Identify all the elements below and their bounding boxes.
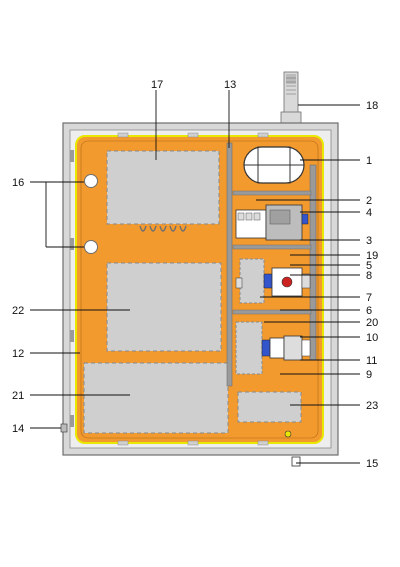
callout-7: 7 [366, 292, 372, 304]
callout-14: 14 [12, 423, 24, 435]
leader-lines [30, 90, 360, 464]
callout-9: 9 [366, 369, 372, 381]
callout-labels: 17 13 18 1 2 4 3 19 5 8 7 6 20 10 11 9 2… [12, 79, 378, 470]
callout-19: 19 [366, 250, 378, 262]
callout-16: 16 [12, 177, 24, 189]
component-area-17 [106, 150, 220, 225]
callout-1: 1 [366, 155, 372, 167]
component-area-22 [106, 262, 222, 352]
callout-21: 21 [12, 390, 24, 402]
component-area-21 [83, 362, 229, 434]
callout-8: 8 [366, 270, 372, 282]
callout-5: 5 [366, 260, 372, 272]
cable-gland [280, 71, 302, 128]
plate-clips [117, 132, 269, 446]
callout-3: 3 [366, 235, 372, 247]
callout-13: 13 [224, 79, 236, 91]
cable-entry-16-lower [84, 240, 98, 254]
component-area-23 [237, 391, 302, 423]
lamp-1 [243, 146, 305, 184]
callout-4: 4 [366, 207, 372, 219]
din-rails [232, 190, 312, 315]
callout-11: 11 [366, 355, 377, 367]
vertical-duct-13 [226, 142, 233, 387]
door-hinges [70, 150, 74, 427]
callout-18: 18 [366, 100, 378, 112]
fitting-15 [291, 456, 301, 467]
breaker-row-2-4 [235, 204, 309, 241]
callout-17: 17 [151, 79, 163, 91]
callout-20: 20 [366, 317, 378, 329]
earth-stud [284, 430, 292, 438]
callout-15: 15 [366, 458, 378, 470]
latch-14 [60, 423, 68, 433]
callout-2: 2 [366, 195, 372, 207]
middle-row-components [235, 258, 311, 304]
callout-10: 10 [366, 332, 378, 344]
callout-22: 22 [12, 305, 24, 317]
lower-row-components [235, 321, 311, 375]
callout-6: 6 [366, 305, 372, 317]
callout-12: 12 [12, 348, 24, 360]
callout-23: 23 [366, 400, 378, 412]
cable-loops [139, 225, 187, 232]
cable-entry-16-upper [84, 174, 98, 188]
